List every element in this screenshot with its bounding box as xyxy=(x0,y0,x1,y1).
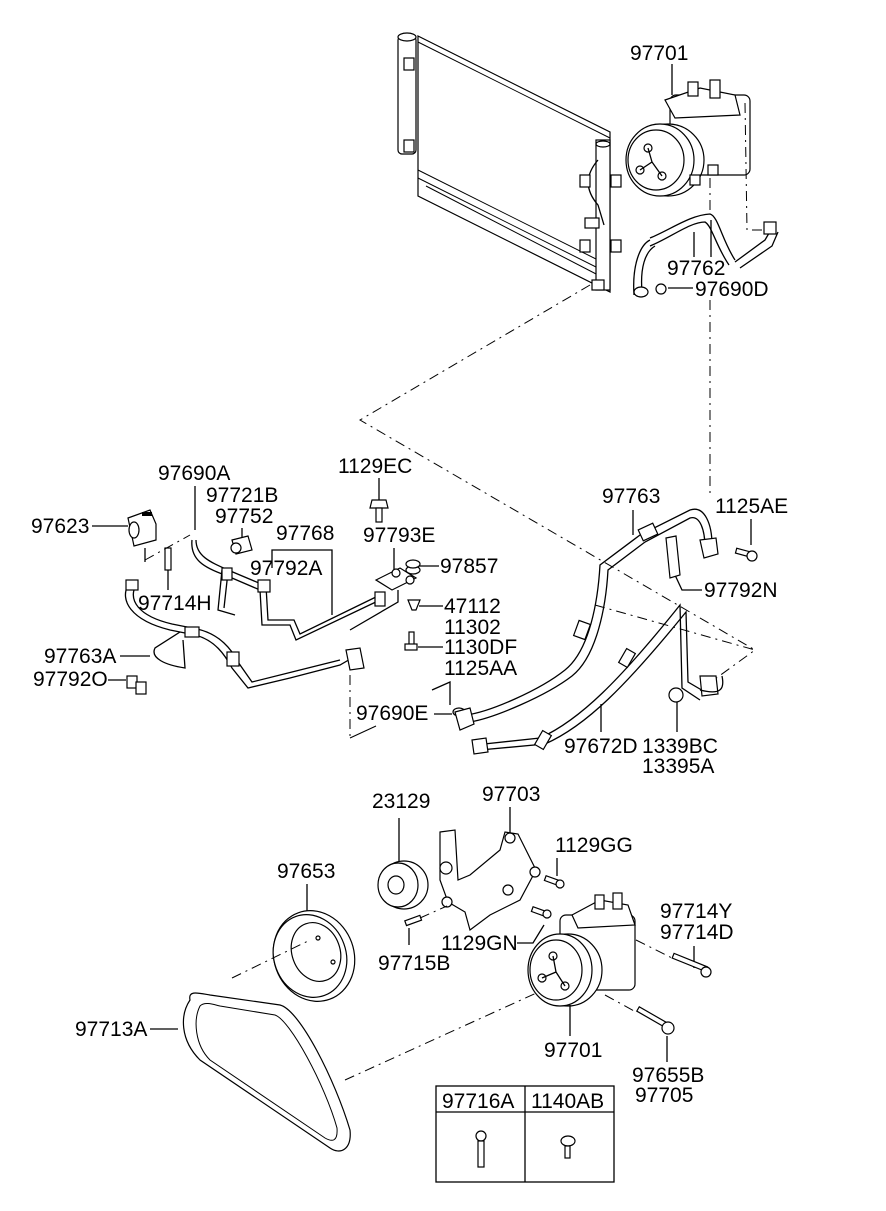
bolt-97714Y xyxy=(635,939,712,978)
long-flange-bolt-icon xyxy=(475,1130,487,1168)
label-23129: 23129 xyxy=(372,790,430,813)
bolt-1129GG xyxy=(543,874,565,889)
label-13395A: 13395A xyxy=(642,755,714,778)
liquid-line-97768 xyxy=(191,539,386,641)
label-97752: 97752 xyxy=(215,505,273,528)
bracket-97703 xyxy=(439,829,541,932)
bolt-97655B xyxy=(604,994,675,1035)
bracket-97793E xyxy=(349,567,418,631)
label-97768: 97768 xyxy=(276,522,334,545)
table-header-97716A: 97716A xyxy=(442,1090,514,1113)
label-97701-bottom: 97701 xyxy=(544,1039,602,1062)
label-97655B: 97655B xyxy=(632,1064,704,1087)
label-97763: 97763 xyxy=(602,485,660,508)
suction-hose-97763A xyxy=(124,579,365,689)
pressure-switch-97752 xyxy=(230,535,253,555)
label-97623: 97623 xyxy=(31,515,89,538)
label-97763A: 97763A xyxy=(44,645,116,668)
label-97792A: 97792A xyxy=(250,557,322,580)
bolt-97715B xyxy=(404,905,448,927)
label-97857: 97857 xyxy=(440,555,498,578)
label-1130DF: 1130DF xyxy=(444,636,517,659)
label-97690D: 97690D xyxy=(695,278,769,301)
compressor-top xyxy=(625,79,751,197)
label-97792N: 97792N xyxy=(704,579,778,602)
label-1129GN: 1129GN xyxy=(441,932,518,955)
nut-1339BC xyxy=(668,687,684,703)
label-97690E: 97690E xyxy=(356,702,428,725)
clip-97792O xyxy=(126,675,147,695)
label-97713A: 97713A xyxy=(75,1018,147,1041)
condenser xyxy=(397,32,622,293)
label-97762: 97762 xyxy=(667,257,725,280)
bolt-1125AE xyxy=(734,547,758,562)
bolt-1129GN xyxy=(530,905,552,919)
pulley-97653 xyxy=(272,910,356,1002)
expansion-valve-97623 xyxy=(127,509,157,547)
label-1129GG: 1129GG xyxy=(555,834,633,857)
compressor-bottom xyxy=(527,892,636,1007)
label-97690A: 97690A xyxy=(158,462,230,485)
label-97714Y: 97714Y xyxy=(660,900,732,923)
pulley-23129 xyxy=(377,860,429,910)
label-97701-top: 97701 xyxy=(630,42,688,65)
hose-97763 xyxy=(454,508,719,731)
table-header-1140AB: 1140AB xyxy=(531,1090,604,1113)
label-1339BC: 1339BC xyxy=(642,735,718,758)
label-1125AA: 1125AA xyxy=(444,657,517,680)
bolt-1129EC xyxy=(369,499,389,523)
label-1125AE: 1125AE xyxy=(715,495,788,518)
label-97792O: 97792O xyxy=(33,668,108,691)
label-97703: 97703 xyxy=(482,783,540,806)
label-47112: 47112 xyxy=(444,595,501,618)
label-1129EC: 1129EC xyxy=(338,455,412,478)
belt-97713A xyxy=(182,992,351,1152)
grommet-97857 xyxy=(405,559,421,575)
label-97715B: 97715B xyxy=(378,952,450,975)
fastener-table xyxy=(435,1085,615,1183)
label-97705: 97705 xyxy=(635,1084,693,1107)
label-97714D: 97714D xyxy=(660,921,734,944)
label-11302: 11302 xyxy=(444,616,501,639)
label-97714H: 97714H xyxy=(138,592,212,615)
label-97672D: 97672D xyxy=(564,735,638,758)
short-washer-bolt-icon xyxy=(560,1135,576,1159)
hose-97762 xyxy=(633,213,779,298)
label-97793E: 97793E xyxy=(363,524,435,547)
label-97653: 97653 xyxy=(277,860,335,883)
label-97721B: 97721B xyxy=(206,484,278,507)
bolt-1130DF xyxy=(404,631,418,651)
hose-97672D xyxy=(471,603,724,755)
